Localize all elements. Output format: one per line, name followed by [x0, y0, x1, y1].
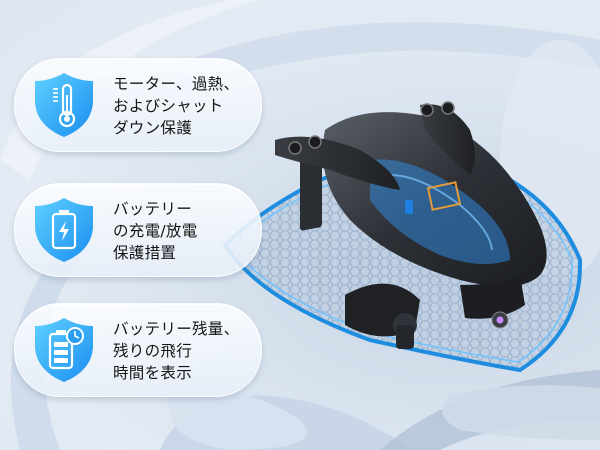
svg-text:1/2.3": 1/2.3"	[512, 312, 527, 318]
feature-card-battery-protection: バッテリー の充電/放電 保護措置	[14, 183, 262, 277]
svg-text:F2.8: F2.8	[512, 319, 523, 325]
feature-card-battery-level: バッテリー残量、 残りの飛行 時間を表示	[14, 303, 262, 397]
feature-description: モーター、過熱、 およびシャット ダウン保護	[113, 75, 240, 137]
thermometer-shield-icon	[35, 73, 93, 137]
camera-gimbal: 1/2.3" F2.8	[460, 275, 527, 329]
feature-card-motor-overheat: モーター、過熱、 およびシャット ダウン保護	[14, 58, 262, 152]
battery-charge-shield-icon	[35, 198, 93, 262]
feature-description: バッテリー残量、 残りの飛行 時間を表示	[113, 320, 240, 382]
drone-illustration: 1/2.3" F2.8	[222, 101, 583, 373]
battery-time-shield-icon	[35, 318, 93, 382]
feature-description: バッテリー の充電/放電 保護措置	[113, 200, 198, 262]
